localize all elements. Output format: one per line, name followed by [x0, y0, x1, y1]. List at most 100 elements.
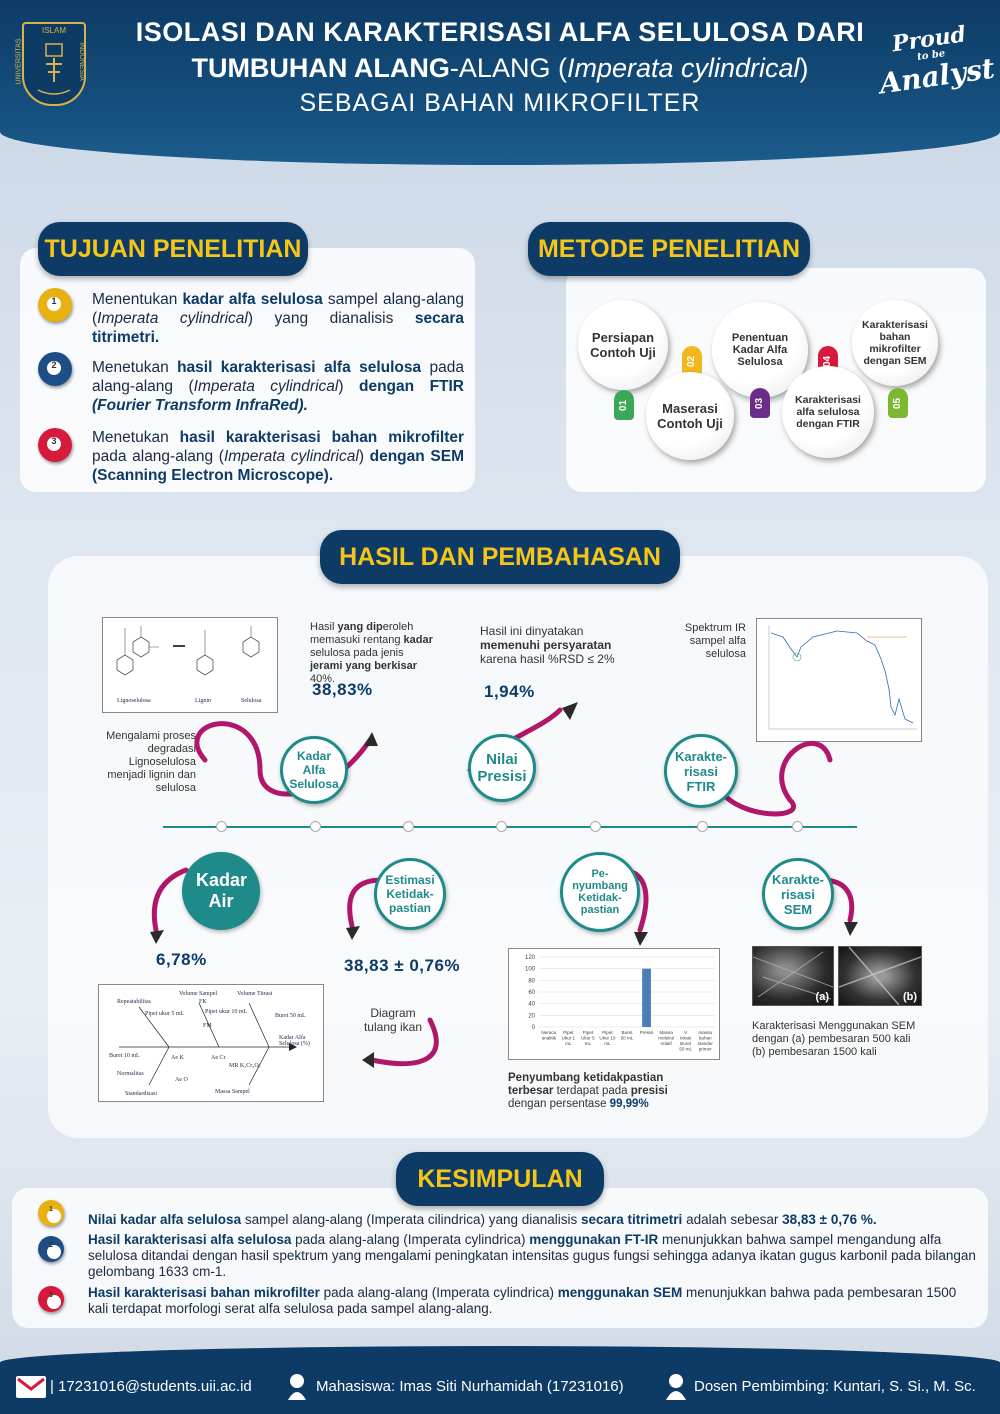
sem-note: Karakterisasi Menggunakan SEM dengan (a)…: [752, 1020, 916, 1058]
tujuan-panel: [20, 248, 475, 492]
university-logo: [22, 22, 86, 106]
metode-step-2: Maserasi Contoh Uji: [646, 372, 734, 460]
timeline-dot: [496, 821, 507, 832]
metode-step-1-tab: 01: [614, 390, 634, 420]
number-ball-2-icon: 2: [38, 1236, 64, 1262]
title-line-1: ISOLASI DAN KARAKTERISASI ALFA SELULOSA …: [135, 17, 865, 47]
fishbone-label: Ae Cr: [211, 1055, 226, 1061]
sem-image-a: (a): [752, 946, 834, 1006]
ftir-spectrum-image: [756, 618, 922, 742]
timeline-dot: [590, 821, 601, 832]
title-line-2: TUMBUHAN ALANG-ALANG (Imperata cylindric…: [191, 53, 809, 83]
timeline-dot: [310, 821, 321, 832]
tujuan-item-2: Menetukan hasil karakterisasi alfa selul…: [92, 359, 465, 414]
fishbone-label: Normalitas: [117, 1071, 144, 1077]
kesimpulan-item-1: Nilai kadar alfa selulosa sampel alang-a…: [88, 1212, 877, 1227]
fishbone-label: FK: [199, 999, 207, 1005]
kadar-alfa-value: 38,83%: [312, 680, 373, 699]
sem-fiber-icon: [838, 946, 922, 1006]
metode-step-4: Karakterisasi alfa selulosa dengan FTIR: [782, 366, 874, 458]
timeline-dot: [403, 821, 414, 832]
chart-bar: [642, 968, 651, 1027]
logo-caption-islam: ISLAM: [41, 26, 66, 35]
kesimpulan-panel: [12, 1188, 988, 1328]
chart-y-tick-label: 100: [525, 967, 536, 973]
fishbone-label: FM: [203, 1023, 212, 1029]
sem-fiber-icon: [752, 951, 834, 1000]
kesimpulan-title: KESIMPULAN: [396, 1152, 604, 1206]
fishbone-diagram: Repeatabilitas Volume Sampel Volume Titr…: [98, 984, 324, 1102]
node-karakterisasi-sem: Karakte-risasi SEM: [762, 858, 834, 930]
chart-y-tick-label: 40: [528, 1002, 535, 1008]
kadar-air-value: 6,78%: [156, 950, 207, 969]
number-ball-2-icon: 2: [38, 352, 72, 386]
metode-step-5-tab: 05: [888, 388, 908, 418]
lecturer-icon: [664, 1372, 688, 1400]
node-penyumbang-ketidakpastian: Pe-nyumbang Ketidak-pastian: [560, 852, 640, 932]
tujuan-title: TUJUAN PENELITIAN: [38, 222, 308, 276]
lecturer-hijab-icon: [666, 1374, 686, 1400]
penyumbang-note: Penyumbang ketidakpastian terbesar terda…: [508, 1072, 668, 1110]
metode-step-5: Karakterisasi bahan mikrofilter dengan S…: [852, 300, 938, 386]
hasil-title: HASIL DAN PEMBAHASAN: [320, 530, 680, 584]
number-ball-3-icon: 3: [38, 1286, 64, 1312]
chart-y-tick-label: 120: [525, 955, 536, 961]
presisi-value: 1,94%: [484, 682, 535, 701]
timeline-dot: [216, 821, 227, 832]
metode-step-3-tab: 03: [750, 388, 770, 418]
student-icon: [286, 1372, 308, 1400]
number-ball-1-icon: 1: [38, 1200, 64, 1226]
student-hijab-icon: [288, 1374, 306, 1400]
fishbone-label: Volume Titrasi: [237, 991, 273, 997]
struct-label-selulosa: Selulosa: [241, 698, 262, 704]
degradasi-note: Mengalami proses degradasi Lignoselulosa…: [106, 730, 196, 794]
kesimpulan-item-3: Hasil karakterisasi bahan mikrofilter pa…: [88, 1285, 957, 1316]
timeline-dot: [792, 821, 803, 832]
sem-label-b: (b): [902, 991, 917, 1003]
node-estimasi-ketidakpastian: Estimasi Ketidak-pastian: [374, 858, 446, 930]
chemical-structure-icon: [116, 626, 260, 676]
fishbone-label: Pipet ukur 5 mL: [145, 1011, 185, 1017]
kadar-note: Hasil yang diperoleh memasuki rentang ka…: [310, 621, 433, 685]
tujuan-item-3: Menetukan hasil karakterisasi bahan mikr…: [92, 429, 465, 484]
node-kadar-air: Kadar Air: [182, 852, 260, 930]
chart-y-tick-label: 80: [528, 978, 535, 984]
metode-step-1: Persiapan Contoh Uji: [578, 300, 668, 390]
estimasi-value: 38,83 ± 0,76%: [344, 956, 461, 975]
tujuan-item-1: Menentukan kadar alfa selulosa sampel al…: [92, 291, 464, 346]
poster-title: ISOLASI DAN KARAKTERISASI ALFA SELULOSA …: [110, 14, 890, 120]
number-ball-1-icon: 1: [38, 288, 72, 322]
chart-y-tick-label: 60: [528, 990, 535, 996]
fishbone-label: Repeatabilitas: [117, 999, 151, 1005]
timeline-dot: [697, 821, 708, 832]
fishbone-label: Kadar Alfa Selulosa (%): [279, 1035, 310, 1047]
metode-title: METODE PENELITIAN: [528, 222, 810, 276]
tulang-ikan-note: Diagram tulang ikan: [363, 1006, 423, 1034]
presisi-note: Hasil ini dinyatakan memenuhi persyarata…: [480, 624, 615, 666]
fishbone-label: Standardisasi: [125, 1091, 157, 1097]
footer-dosen: Dosen Pembimbing: Kuntari, S. Si., M. Sc…: [694, 1378, 976, 1395]
kesimpulan-item-2: Hasil karakterisasi alfa selulosa pada a…: [88, 1232, 976, 1279]
fishbone-label: Ae K: [171, 1055, 184, 1061]
fishbone-label: Buret 10 mL: [109, 1053, 140, 1059]
node-nilai-presisi: Nilai Presisi: [468, 734, 536, 802]
logo-caption-indonesia: INDONESIA: [77, 42, 85, 81]
logo-caption-universitas: UNIVERSITAS: [15, 38, 23, 85]
number-ball-3-icon: 3: [38, 428, 72, 462]
footer-email[interactable]: | 17231016@students.uii.ac.id: [50, 1378, 252, 1395]
fishbone-label: MR K₂Cr₂O₇: [229, 1063, 261, 1069]
footer-mahasiswa: Mahasiswa: Imas Siti Nurhamidah (1723101…: [316, 1378, 624, 1395]
university-crest-icon: [37, 43, 71, 95]
fishbone-label: Massa Sampel: [215, 1089, 250, 1095]
chart-y-tick-label: 20: [528, 1013, 535, 1019]
fishbone-label: Volume Sampel: [179, 991, 218, 997]
